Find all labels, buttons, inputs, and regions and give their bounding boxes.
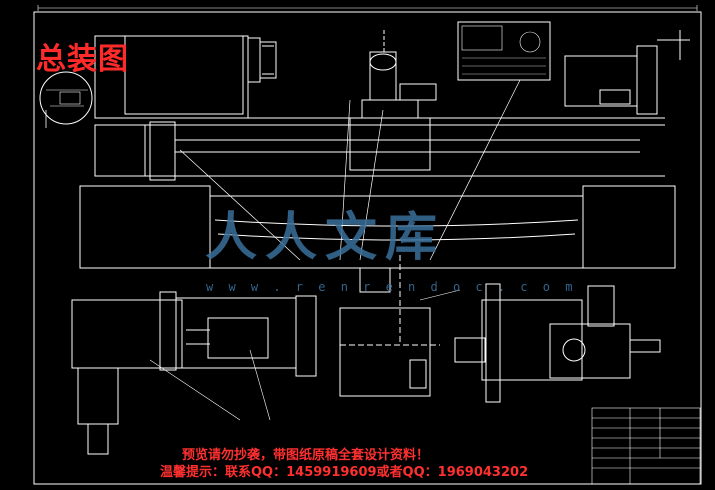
tailstock xyxy=(564,30,690,115)
section-view-left xyxy=(71,291,317,455)
drawing-frame xyxy=(33,11,702,485)
notice-line-2: 温馨提示：联系QQ：1459919609或者QQ：1969043202 xyxy=(160,465,529,480)
leader-lines xyxy=(179,79,521,261)
section-view-middle xyxy=(339,255,440,397)
drawing-title: 总装图 xyxy=(36,42,129,77)
notice-line-1: 预览请勿抄袭，带图纸原稿全套设计资料！ xyxy=(182,448,430,463)
detail-view-circle xyxy=(39,71,93,128)
title-block xyxy=(591,407,701,485)
section-view-right xyxy=(419,283,661,403)
watermark-logo-text: 人人文库 xyxy=(205,207,446,268)
carriage xyxy=(349,30,437,171)
lathe-bed xyxy=(79,117,676,269)
control-panel xyxy=(457,21,551,81)
watermark-url: w w w . r e n r e n d o c . c o m xyxy=(206,280,577,294)
